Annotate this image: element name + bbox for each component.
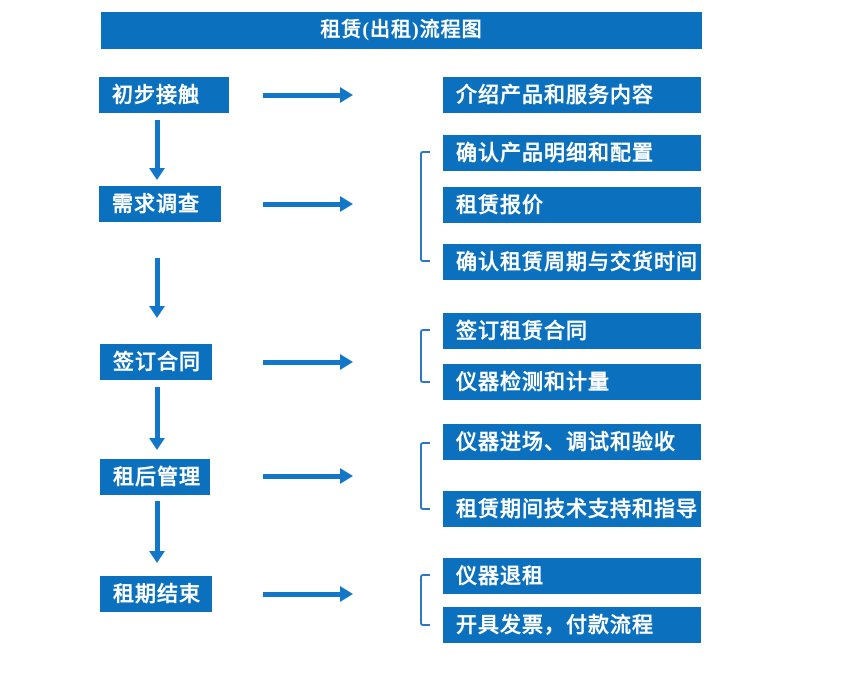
detail-box-instrument-inspection: 仪器检测和计量 <box>443 364 701 400</box>
arrow-head <box>149 168 165 180</box>
detail-box-instrument-return: 仪器退租 <box>443 558 701 594</box>
arrow-head <box>340 87 353 103</box>
arrow-head <box>149 306 165 318</box>
group-bracket <box>420 329 430 383</box>
group-bracket <box>420 151 430 262</box>
right-arrow-icon <box>263 87 353 103</box>
group-bracket <box>420 574 430 626</box>
step-box-rental-end: 租期结束 <box>100 576 212 612</box>
arrow-shaft <box>263 592 340 597</box>
flowchart-title: 租赁(出租)流程图 <box>320 19 483 41</box>
right-arrow-icon <box>263 586 353 602</box>
step-box-initial-contact: 初步接触 <box>99 77 229 113</box>
group-bracket <box>420 442 430 510</box>
step-box-post-rental-management: 租后管理 <box>100 459 210 495</box>
detail-box-sign-rental-contract: 签订租赁合同 <box>443 313 701 349</box>
step-box-demand-survey: 需求调查 <box>99 186 221 222</box>
arrow-head <box>340 196 353 212</box>
detail-box-confirm-rental-period: 确认租赁周期与交货时间 <box>443 244 701 280</box>
arrow-shaft <box>263 474 340 479</box>
down-arrow-icon <box>149 387 165 450</box>
arrow-shaft <box>155 387 160 439</box>
detail-box-instrument-entry: 仪器进场、调试和验收 <box>443 424 701 460</box>
arrow-head <box>149 438 165 450</box>
arrow-head <box>340 354 353 370</box>
arrow-shaft <box>155 258 160 307</box>
right-arrow-icon <box>263 354 353 370</box>
down-arrow-icon <box>149 120 165 180</box>
detail-box-confirm-product-details: 确认产品明细和配置 <box>443 135 701 171</box>
detail-box-invoice-payment: 开具发票，付款流程 <box>443 607 701 643</box>
detail-box-technical-support: 租赁期间技术支持和指导 <box>443 491 701 527</box>
arrow-shaft <box>263 93 340 98</box>
detail-box-introduce-products: 介绍产品和服务内容 <box>443 77 701 113</box>
arrow-shaft <box>155 501 160 552</box>
detail-box-rental-quote: 租赁报价 <box>443 187 701 223</box>
down-arrow-icon <box>149 501 165 563</box>
arrow-head <box>340 586 353 602</box>
right-arrow-icon <box>263 196 353 212</box>
right-arrow-icon <box>263 468 353 484</box>
arrow-head <box>340 468 353 484</box>
arrow-shaft <box>263 202 340 207</box>
arrow-head <box>149 551 165 563</box>
flowchart-title-bar: 租赁(出租)流程图 <box>101 12 702 49</box>
step-box-sign-contract: 签订合同 <box>100 344 212 380</box>
arrow-shaft <box>155 120 160 169</box>
arrow-shaft <box>263 360 340 365</box>
down-arrow-icon <box>149 258 165 318</box>
